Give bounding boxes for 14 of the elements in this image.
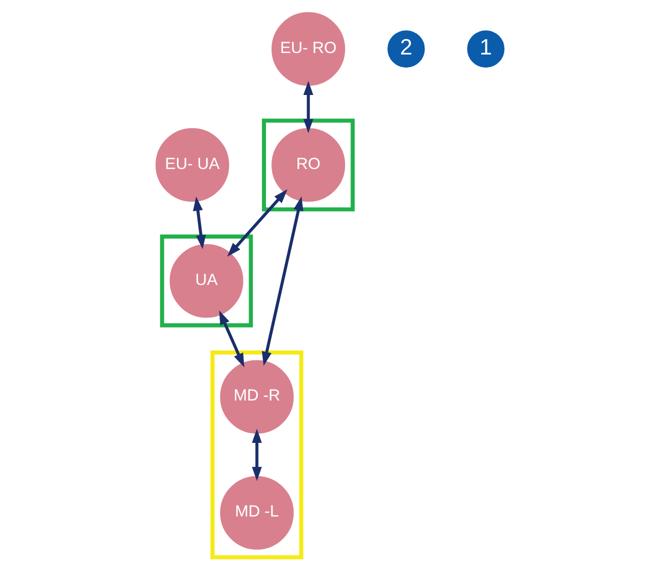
node-circle: 2 — [388, 30, 425, 68]
node-circle: 1 — [467, 30, 504, 68]
arrow — [262, 196, 304, 366]
arrow — [252, 428, 262, 482]
node-circle: UA — [170, 244, 244, 318]
node-circle: RO — [272, 128, 346, 202]
arrow — [192, 196, 206, 250]
node-circle: MD -L — [220, 476, 294, 550]
arrow — [227, 189, 288, 257]
node-circle: EU- UA — [156, 128, 230, 202]
arrow — [219, 310, 244, 368]
node-circle: MD -R — [220, 360, 294, 434]
arrow — [303, 80, 314, 134]
node-circle: EU- RO — [272, 12, 346, 86]
